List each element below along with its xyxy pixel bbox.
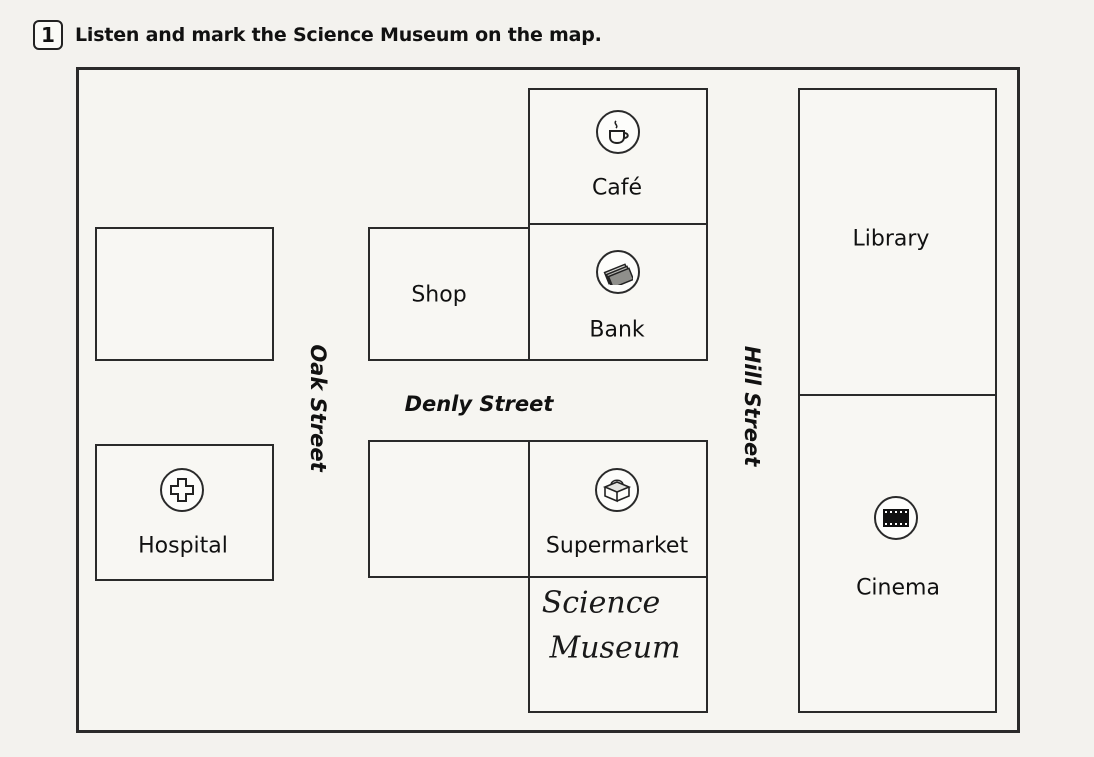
exercise-number: 1 xyxy=(33,20,63,50)
film-reel-icon xyxy=(874,496,918,540)
block-cafe[interactable] xyxy=(528,88,708,225)
block-science-museum[interactable] xyxy=(528,576,708,713)
hill-street-label: Hill Street xyxy=(740,345,764,467)
bank-label: Bank xyxy=(589,317,645,343)
denly-street-label: Denly Street xyxy=(404,392,554,416)
block-bottom-middle-empty[interactable] xyxy=(368,440,530,578)
science-museum-handwritten-line-1: Science xyxy=(541,585,661,621)
shopping-basket-icon xyxy=(595,468,639,512)
science-museum-handwritten-line-2: Museum xyxy=(549,630,681,666)
block-top-left-empty[interactable] xyxy=(95,227,274,361)
money-icon xyxy=(596,250,640,294)
supermarket-label: Supermarket xyxy=(545,533,689,559)
exercise-header: 1 Listen and mark the Science Museum on … xyxy=(33,18,602,52)
shop-label: Shop xyxy=(411,282,467,308)
cinema-label: Cinema xyxy=(856,575,940,601)
coffee-cup-icon xyxy=(596,110,640,154)
first-aid-cross-icon xyxy=(160,468,204,512)
hospital-label: Hospital xyxy=(138,533,228,559)
block-cinema[interactable] xyxy=(798,394,997,713)
cafe-label: Café xyxy=(591,175,643,201)
exercise-instruction: Listen and mark the Science Museum on th… xyxy=(75,24,602,46)
block-shop[interactable] xyxy=(368,227,530,361)
library-label: Library xyxy=(852,226,930,252)
block-hospital[interactable] xyxy=(95,444,274,581)
oak-street-label: Oak Street xyxy=(306,344,330,472)
